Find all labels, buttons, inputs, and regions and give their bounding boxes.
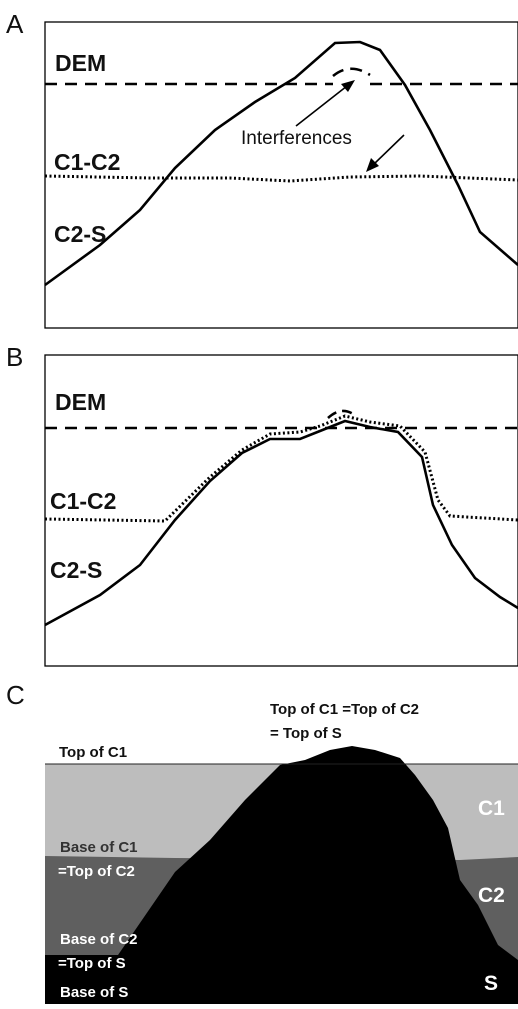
- panel-a-c2s-profile: [44, 40, 518, 287]
- top-of-c1-label: Top of C1: [59, 744, 127, 761]
- panel-b: B DEM C1-C2 C2-S: [6, 342, 518, 667]
- base-of-s-label: Base of S: [60, 984, 128, 1001]
- peak-note-line1: Top of C1 =Top of C2: [270, 701, 419, 718]
- panel-c-letter: C: [6, 680, 25, 710]
- panel-a-dem-bump: [332, 67, 371, 78]
- panel-b-frame: [44, 354, 518, 667]
- panel-b-c2s-profile: [44, 419, 518, 627]
- layer-s-area: [45, 746, 518, 1004]
- base-of-c2-label-line1: Base of C2: [60, 931, 138, 948]
- peak-note-line2: = Top of S: [270, 725, 342, 742]
- layer-c2-label: C2: [478, 884, 505, 907]
- panel-a-arrow-to-dem: [295, 80, 355, 127]
- base-of-c1-label-line1: Base of C1: [60, 839, 138, 856]
- layer-c1-label: C1: [478, 797, 505, 820]
- panel-a-letter: A: [6, 9, 24, 39]
- panel-a-dem-label: DEM: [55, 50, 106, 76]
- panel-a-c2s-label: C2-S: [54, 221, 106, 247]
- panel-c: C Top of C1 Top of C1 =Top of C2 = Top o…: [6, 680, 518, 1004]
- panel-b-c2s-label: C2-S: [50, 557, 102, 583]
- base-of-c1-label-line2: =Top of C2: [58, 863, 135, 880]
- panel-b-c1c2-line: [44, 414, 518, 523]
- panel-a-c1c2-line: [44, 174, 518, 183]
- base-of-c2-label-line2: =Top of S: [58, 955, 126, 972]
- panel-b-dem-bump: [327, 409, 357, 419]
- panel-a: A DEM C1-C2 C2-S Interferences: [6, 9, 518, 329]
- panel-a-frame: [44, 21, 518, 329]
- panel-a-arrow-to-c1c2: [366, 134, 405, 172]
- panel-a-interferences-label: Interferences: [241, 128, 352, 149]
- panel-b-letter: B: [6, 342, 23, 372]
- layer-s-label: S: [484, 972, 498, 995]
- panel-b-dem-label: DEM: [55, 389, 106, 415]
- panel-b-c1c2-label: C1-C2: [50, 488, 116, 514]
- panel-a-c1c2-label: C1-C2: [54, 149, 120, 175]
